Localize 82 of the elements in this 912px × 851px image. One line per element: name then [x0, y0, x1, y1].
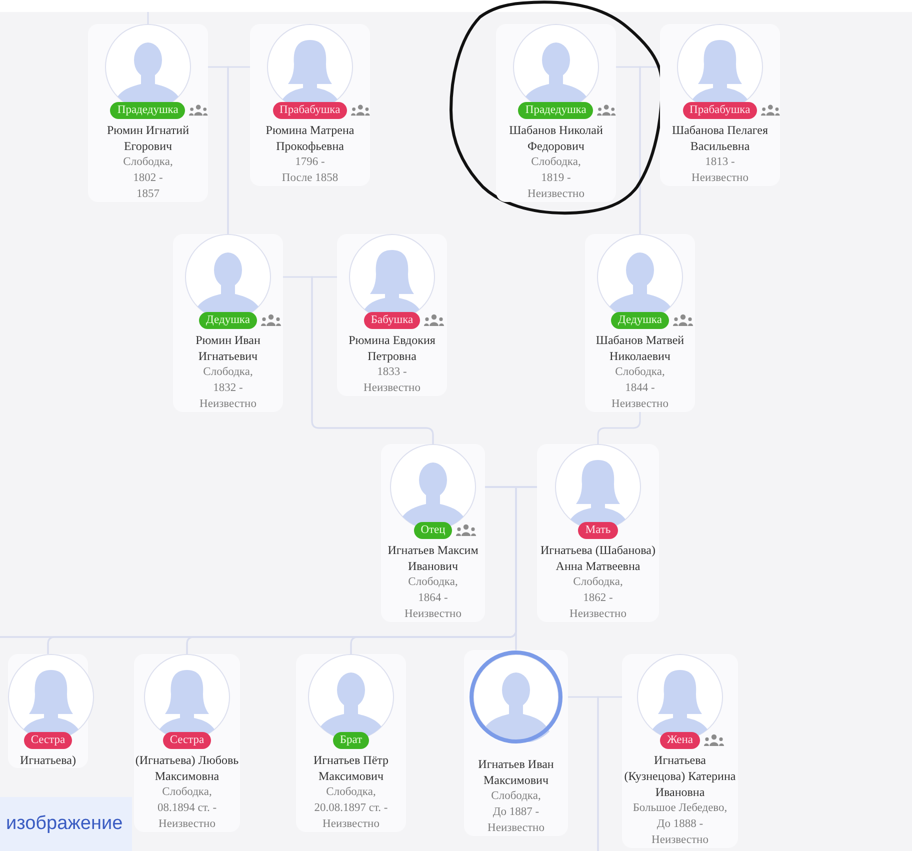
person-name: Рюмина Евдокия Петровна — [348, 332, 436, 364]
person-detail: 1844 - — [625, 381, 655, 396]
person-name: (Игнатьева) Любовь Максимовна — [135, 752, 239, 784]
person-detail: Неизвестно — [692, 171, 748, 186]
person-detail: Слободка, — [203, 365, 253, 380]
person-detail: До 1887 - — [492, 805, 540, 820]
person-detail: Неизвестно — [570, 607, 626, 622]
person-detail: Неизвестно — [488, 821, 544, 836]
person-card — [660, 24, 780, 186]
relation-badge: Сестра — [162, 732, 212, 748]
connector-line — [597, 412, 641, 444]
person-name: Игнатьева (Шабанова) Анна Матвеевна — [539, 542, 656, 574]
person-name: Рюмина Матрена Прокофьевна — [264, 122, 356, 154]
person-name: Игнатьев Максим Иванович — [386, 542, 480, 574]
relation-badge: Прабабушка — [272, 102, 348, 118]
person-card — [296, 654, 406, 832]
person-card — [88, 24, 208, 202]
person-detail: 1796 - — [295, 155, 325, 170]
person-detail: 1832 - — [213, 381, 243, 396]
person-card — [537, 444, 659, 622]
person-detail: 1864 - — [418, 591, 448, 606]
person-name: Рюмин Иван Игнатьевич — [194, 332, 262, 364]
relation-badge: Отец — [414, 522, 452, 538]
person-name: Игнатьев Пётр Максимович — [312, 752, 390, 784]
person-card — [250, 24, 370, 186]
relation-badge: Жена — [660, 732, 700, 748]
relation-badge: Дедушка — [611, 312, 669, 328]
connector-line — [311, 276, 434, 444]
person-name: Шабанов Матвей Николаевич — [594, 332, 686, 364]
person-name: Игнатьева (Кузнецова) Катерина Ивановна — [624, 752, 736, 800]
relation-badge: Прадедушка — [110, 102, 186, 118]
person-card — [173, 234, 283, 412]
person-detail: После 1858 — [282, 171, 338, 186]
person-detail: Слободка, — [491, 789, 541, 804]
relation-badge: Прадедушка — [518, 102, 594, 118]
person-detail: 1833 - — [377, 365, 407, 380]
person-detail: Слободка, — [408, 575, 458, 590]
relation-badge: Бабушка — [364, 312, 420, 328]
person-detail: Слободка, — [531, 155, 581, 170]
person-detail: Неизвестно — [612, 397, 668, 412]
person-detail: 1862 - — [583, 591, 613, 606]
person-detail: Слободка, — [123, 155, 173, 170]
person-detail: Неизвестно — [652, 833, 708, 848]
person-card — [337, 234, 447, 396]
person-detail: 1819 - — [541, 171, 571, 186]
person-detail: 1813 - — [705, 155, 735, 170]
connector-line — [639, 66, 660, 234]
person-detail: До 1888 - — [656, 817, 704, 832]
person-detail: 20.08.1897 ст. - — [314, 801, 388, 816]
relation-badge: Сестра — [24, 732, 72, 748]
person-name: Рюмин Игнатий Егорович — [106, 122, 190, 154]
person-detail: Большое Лебедево, — [632, 801, 728, 816]
person-card — [134, 654, 240, 832]
person-detail: Слободка, — [162, 785, 212, 800]
person-card — [622, 654, 738, 848]
person-detail: Неизвестно — [200, 397, 256, 412]
person-detail: Неизвестно — [364, 381, 420, 396]
person-detail: Неизвестно — [158, 817, 216, 832]
person-detail: 1802 - — [133, 171, 163, 186]
person-name: Шабанов Николай Федорович — [508, 122, 604, 154]
person-name: Игнатьева) — [20, 752, 76, 768]
connector-line — [227, 66, 250, 234]
person-card — [381, 444, 485, 622]
person-name: Игнатьев Иван Максимович — [477, 756, 555, 788]
person-detail: Неизвестно — [404, 607, 462, 622]
person-detail: Слободка, — [573, 575, 623, 590]
person-detail: Слободка, — [326, 785, 376, 800]
person-detail: Неизвестно — [528, 187, 584, 202]
person-detail: 1857 — [136, 187, 160, 202]
person-card — [496, 24, 616, 202]
connector-line — [597, 696, 622, 851]
image-button: изображение — [0, 797, 132, 851]
relation-badge: Прабабушка — [682, 102, 758, 118]
person-name: Шабанова Пелагея Васильевна — [670, 122, 770, 154]
person-detail: Слободка, — [615, 365, 665, 380]
person-detail: 08.1894 ст. - — [157, 801, 217, 816]
person-card — [464, 650, 568, 836]
relation-badge: Дедушка — [199, 312, 257, 328]
person-card — [585, 234, 695, 412]
relation-badge: Брат — [332, 732, 370, 748]
person-detail: Неизвестно — [322, 817, 380, 832]
relation-badge: Мать — [578, 522, 618, 538]
